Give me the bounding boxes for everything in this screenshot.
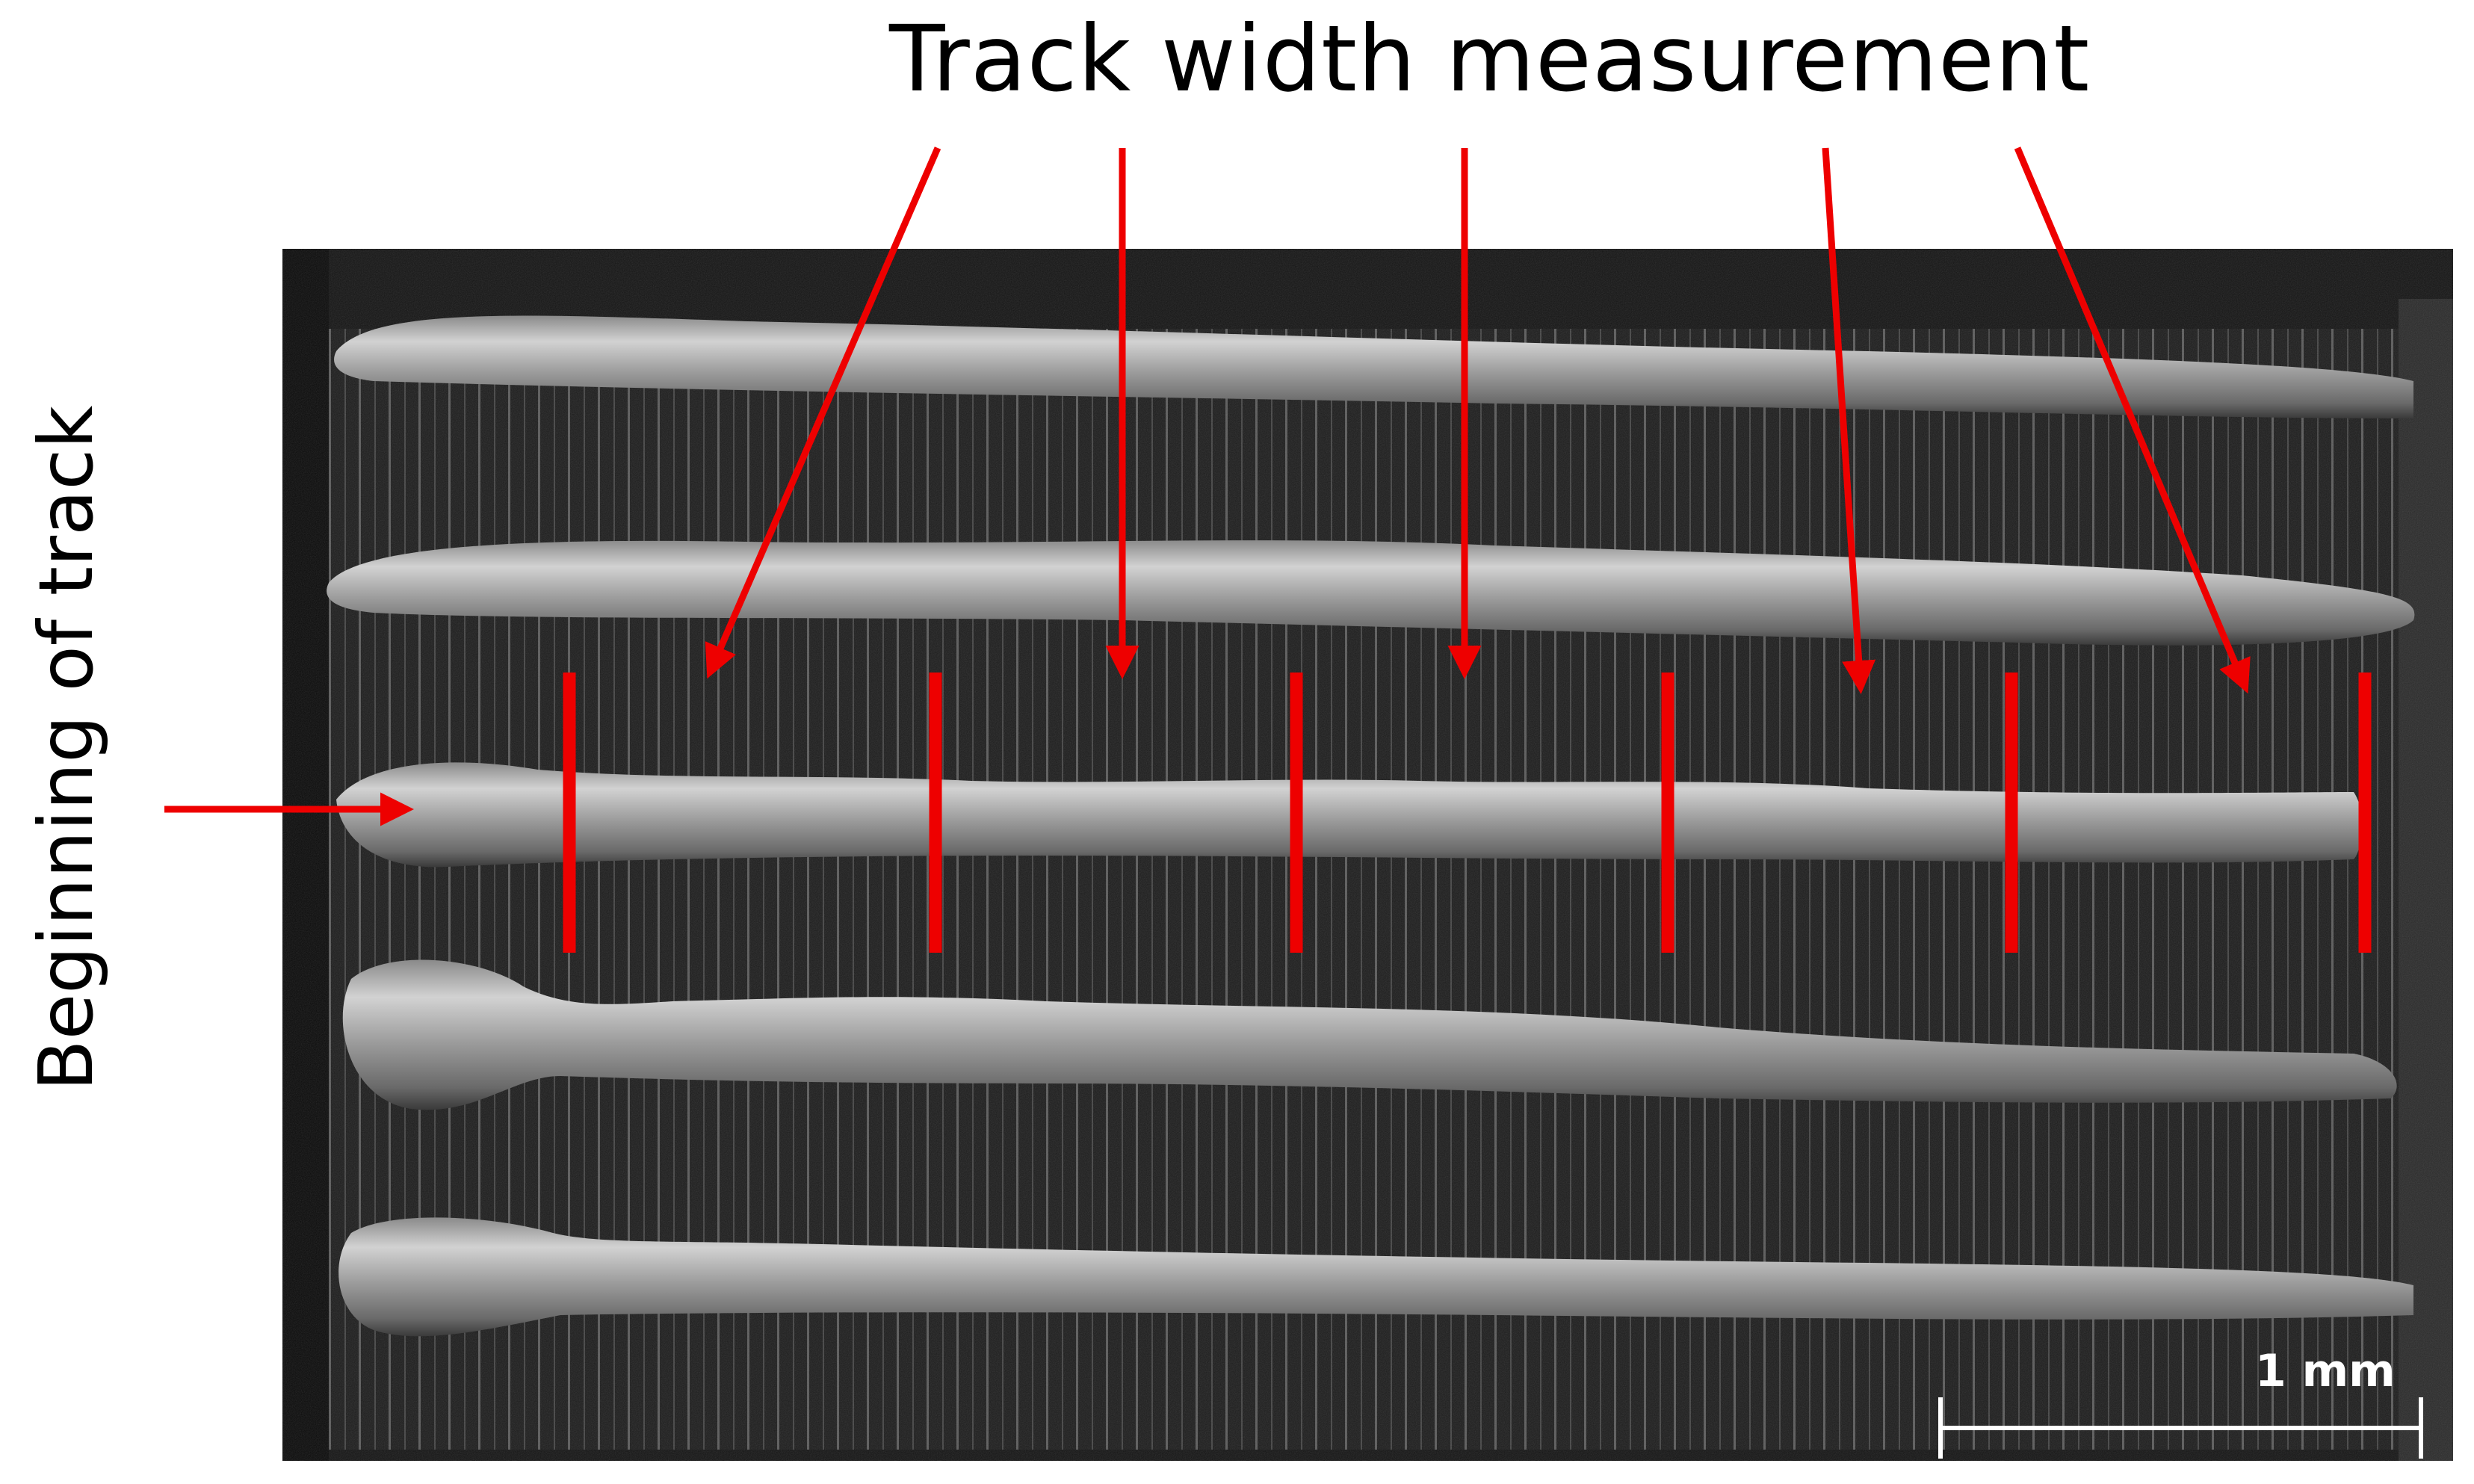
sem-micrograph [282, 249, 2453, 1461]
deposited-track-3 [336, 762, 2363, 868]
measurement-markers [563, 673, 2372, 953]
scale-bar [1938, 1397, 2423, 1459]
red-arrow-icon [705, 146, 941, 679]
beginning-of-track-label: Beginning of track [22, 405, 110, 1091]
red-arrow-icon [1822, 147, 1876, 694]
scale-bar-label: 1 mm [2255, 1345, 2396, 1397]
pointer-arrows [164, 146, 2251, 826]
deposited-track-5 [338, 1217, 2413, 1337]
deposited-track-4 [342, 959, 2397, 1110]
red-arrow-icon [2014, 146, 2251, 694]
deposited-track-2 [327, 540, 2415, 646]
figure-title: Track width measurement [889, 6, 2091, 112]
